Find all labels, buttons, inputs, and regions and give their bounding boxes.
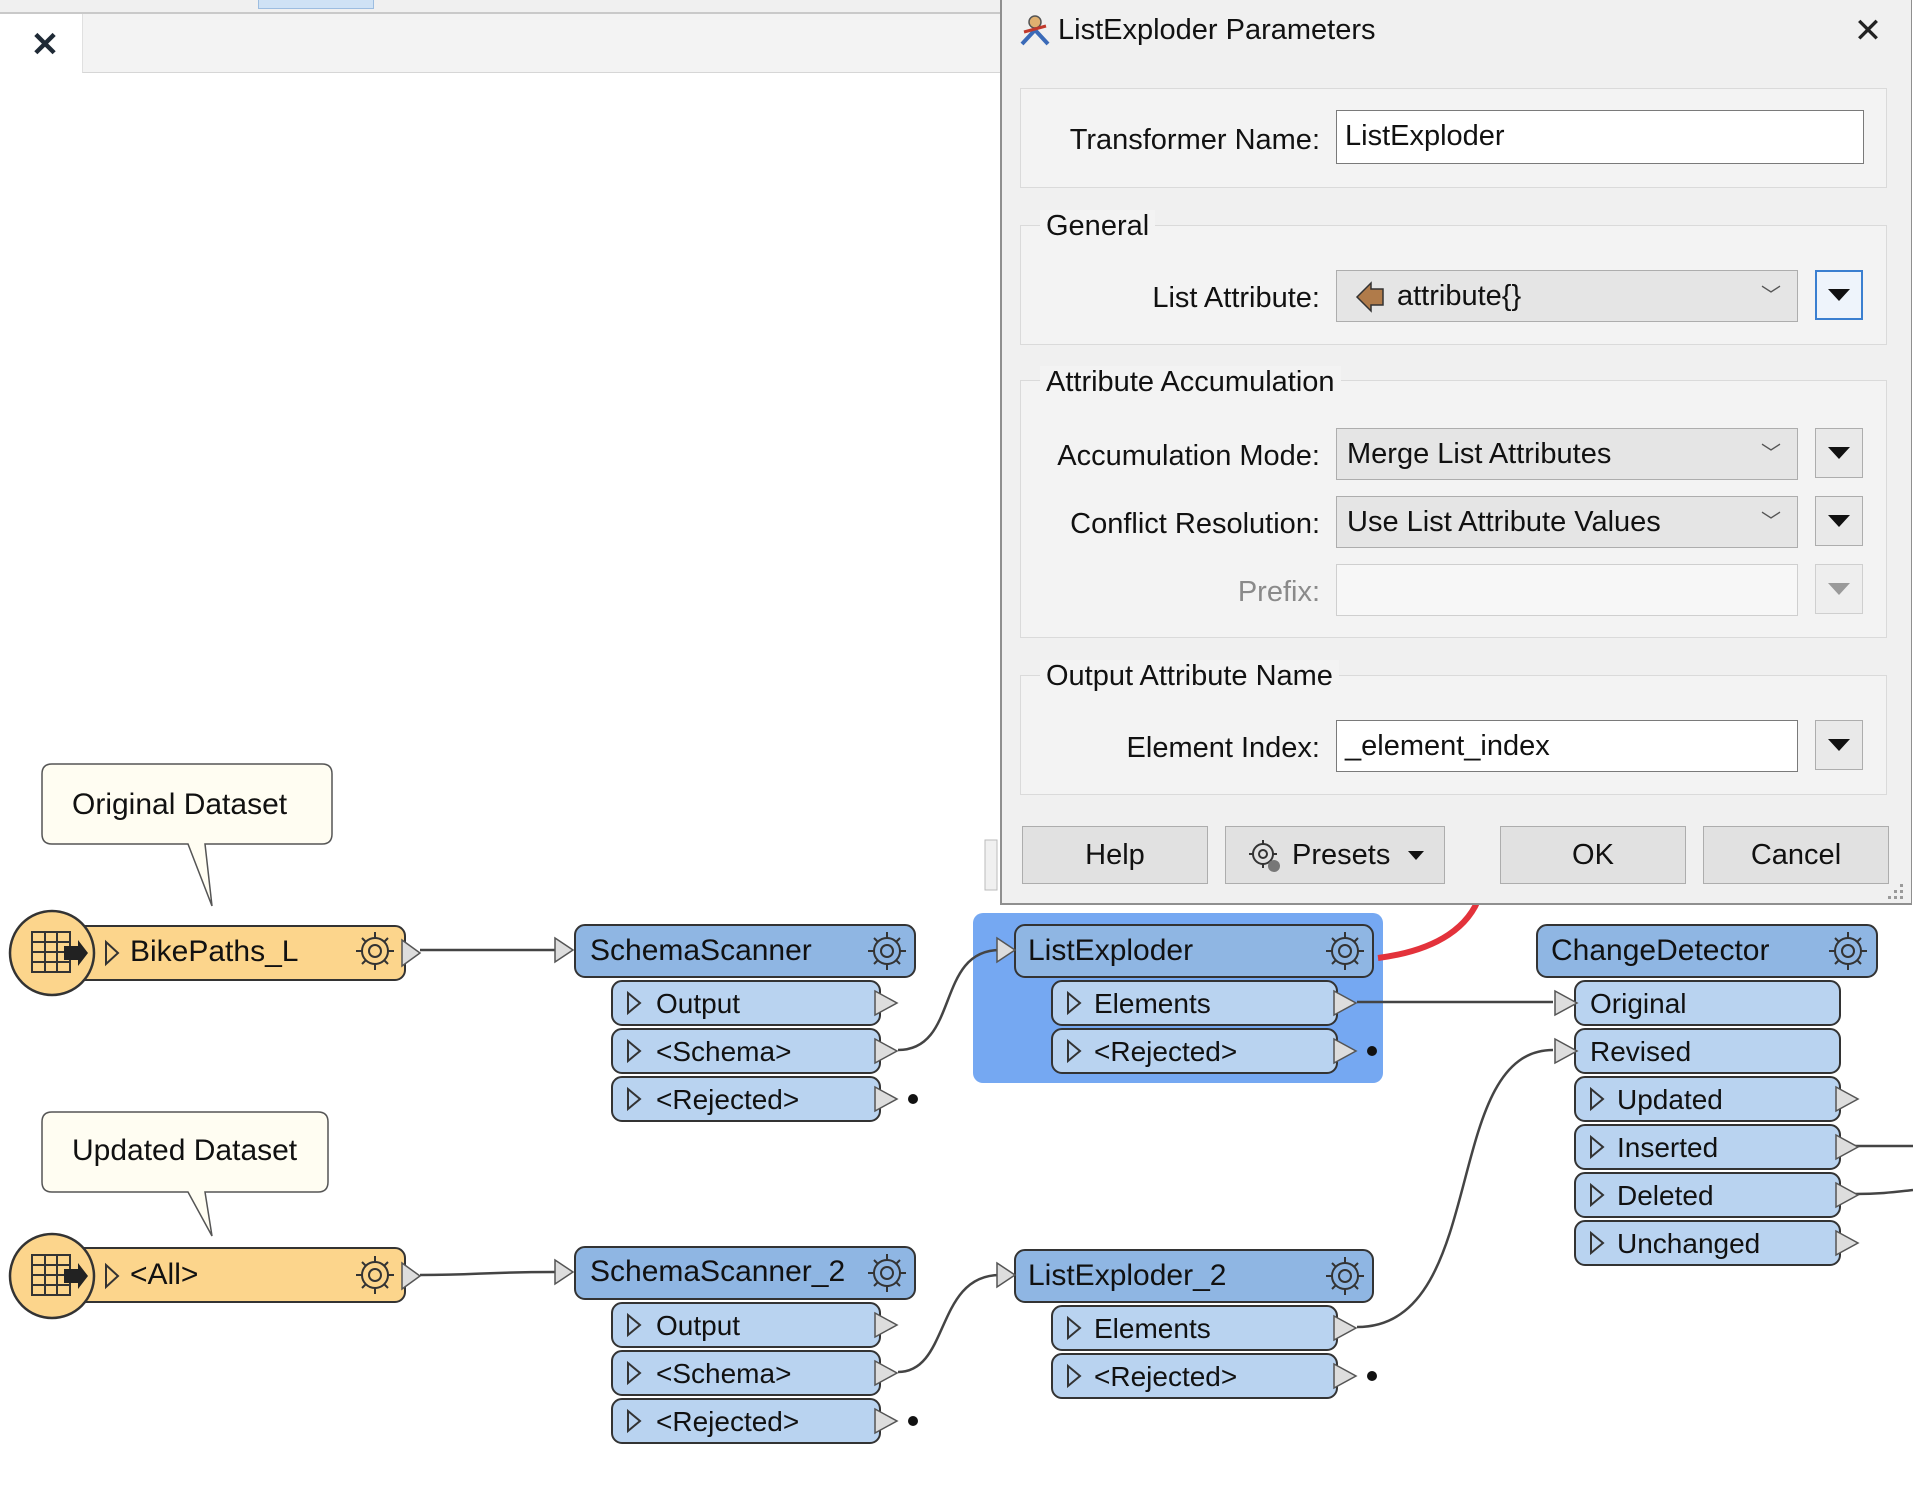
conflict-resolution-value: Use List Attribute Values: [1347, 506, 1661, 538]
listexploder-2-label: ListExploder_2: [1028, 1259, 1227, 1292]
active-tab-indicator[interactable]: [258, 0, 374, 9]
list-attribute-value: attribute{}: [1397, 280, 1522, 312]
triangle-down-icon: [1828, 447, 1850, 459]
changedetector-label: ChangeDetector: [1551, 934, 1770, 967]
list-attribute-select[interactable]: attribute{} ﹀: [1336, 270, 1798, 322]
cancel-button[interactable]: Cancel: [1703, 826, 1889, 884]
triangle-down-icon: [1828, 289, 1850, 301]
port-updated[interactable]: Updated: [1617, 1084, 1723, 1115]
conflict-resolution-select[interactable]: Use List Attribute Values ﹀: [1336, 496, 1798, 548]
close-icon[interactable]: ✕: [1853, 12, 1883, 50]
transformer-changedetector[interactable]: [1536, 924, 1878, 1266]
output-attribute-group-title: Output Attribute Name: [1040, 660, 1339, 693]
port-unchanged[interactable]: Unchanged: [1617, 1228, 1761, 1259]
accumulation-mode-select[interactable]: Merge List Attributes ﹀: [1336, 428, 1798, 480]
reader-all[interactable]: [8, 1232, 422, 1320]
port-rejected[interactable]: <Rejected>: [1094, 1361, 1238, 1392]
port-elements[interactable]: Elements: [1094, 988, 1211, 1019]
port-rejected[interactable]: <Rejected>: [1094, 1036, 1238, 1067]
gear-icon: [356, 1256, 394, 1294]
connection-reader2-schemascanner2: [419, 1270, 556, 1277]
prefix-label: Prefix:: [1237, 576, 1320, 608]
resize-grip-icon[interactable]: [1886, 882, 1906, 902]
element-index-label: Element Index:: [1126, 732, 1320, 764]
list-attribute-label: List Attribute:: [1152, 282, 1320, 314]
transformer-name-label: Transformer Name:: [1069, 124, 1320, 156]
transformer-schemascanner[interactable]: [554, 924, 918, 1122]
transformer-app-icon: [1020, 15, 1050, 46]
gear-icon: [356, 932, 394, 970]
element-index-input[interactable]: _element_index: [1336, 720, 1798, 772]
reader-bikepaths-label: BikePaths_L: [130, 935, 299, 968]
conflict-resolution-label: Conflict Resolution:: [1070, 508, 1320, 540]
chevron-down-icon: ﹀: [1761, 443, 1781, 465]
transformer-listexploder[interactable]: [996, 924, 1377, 1074]
accumulation-group-title: Attribute Accumulation: [1040, 366, 1341, 399]
gear-icon: [1829, 932, 1867, 970]
listexploder-label: ListExploder: [1028, 934, 1194, 967]
port-original[interactable]: Original: [1590, 988, 1687, 1019]
connections: [419, 948, 1913, 1374]
prefix-input[interactable]: [1336, 564, 1798, 616]
presets-button[interactable]: Presets: [1225, 826, 1445, 884]
bubble-original-dataset[interactable]: [41, 763, 333, 907]
conflict-resolution-menu-button[interactable]: [1815, 496, 1863, 546]
accumulation-mode-value: Merge List Attributes: [1347, 438, 1612, 470]
triangle-down-icon: [1408, 851, 1424, 860]
transformer-listexploder-2[interactable]: [996, 1249, 1377, 1399]
general-group-title: General: [1040, 210, 1156, 243]
port-elements[interactable]: Elements: [1094, 1313, 1211, 1344]
bookmark-updated-label: Updated Dataset: [72, 1134, 298, 1167]
bubble-updated-dataset[interactable]: [41, 1111, 329, 1237]
port-schema[interactable]: <Schema>: [656, 1036, 792, 1067]
connection-schema2-listexploder2: [897, 1273, 1001, 1374]
help-button[interactable]: Help: [1022, 826, 1208, 884]
port-rejected[interactable]: <Rejected>: [656, 1406, 800, 1437]
window-top-strip: [0, 0, 1000, 14]
close-icon[interactable]: ✕: [30, 26, 60, 64]
tab-bar: [82, 14, 1003, 73]
element-index-menu-button[interactable]: [1815, 720, 1863, 770]
transformer-schemascanner-2[interactable]: [554, 1246, 918, 1444]
presets-label: Presets: [1292, 839, 1391, 871]
reader-bikepaths[interactable]: [8, 909, 422, 997]
port-inserted[interactable]: Inserted: [1617, 1132, 1719, 1163]
presets-gear-icon: [1249, 840, 1280, 872]
port-schema[interactable]: <Schema>: [656, 1358, 792, 1389]
chevron-down-icon: ﹀: [1761, 511, 1781, 533]
connection-schema-listexploder: [897, 948, 1001, 1052]
gear-icon: [868, 932, 906, 970]
accumulation-mode-label: Accumulation Mode:: [1057, 440, 1320, 472]
chevron-down-icon: ﹀: [1761, 285, 1781, 307]
port-rejected[interactable]: <Rejected>: [656, 1084, 800, 1115]
schemascanner-label: SchemaScanner: [590, 934, 812, 967]
triangle-down-icon: [1828, 583, 1850, 595]
output-port-triangle: [401, 938, 422, 968]
gear-icon: [868, 1254, 906, 1292]
gear-icon: [1326, 932, 1364, 970]
dialog-title: ListExploder Parameters: [1058, 14, 1376, 46]
port-deleted[interactable]: Deleted: [1617, 1180, 1714, 1211]
port-output[interactable]: Output: [656, 988, 741, 1019]
accumulation-mode-menu-button[interactable]: [1815, 428, 1863, 478]
list-attribute-menu-button[interactable]: [1815, 270, 1863, 320]
list-attribute-icon: [1355, 281, 1384, 313]
gear-icon: [1326, 1257, 1364, 1295]
connection-deleted-out: [1854, 1188, 1913, 1196]
schemascanner-2-label: SchemaScanner_2: [590, 1255, 846, 1288]
bookmark-original-label: Original Dataset: [72, 788, 288, 821]
transformer-name-input[interactable]: ListExploder: [1336, 110, 1864, 164]
port-revised[interactable]: Revised: [1590, 1036, 1692, 1067]
prefix-menu-button[interactable]: [1815, 564, 1863, 614]
triangle-down-icon: [1828, 515, 1850, 527]
ok-button[interactable]: OK: [1500, 826, 1686, 884]
port-output[interactable]: Output: [656, 1310, 741, 1341]
connection-elements2-revised: [1356, 1048, 1554, 1329]
triangle-down-icon: [1828, 739, 1850, 751]
reader-all-label: <All>: [130, 1258, 199, 1291]
